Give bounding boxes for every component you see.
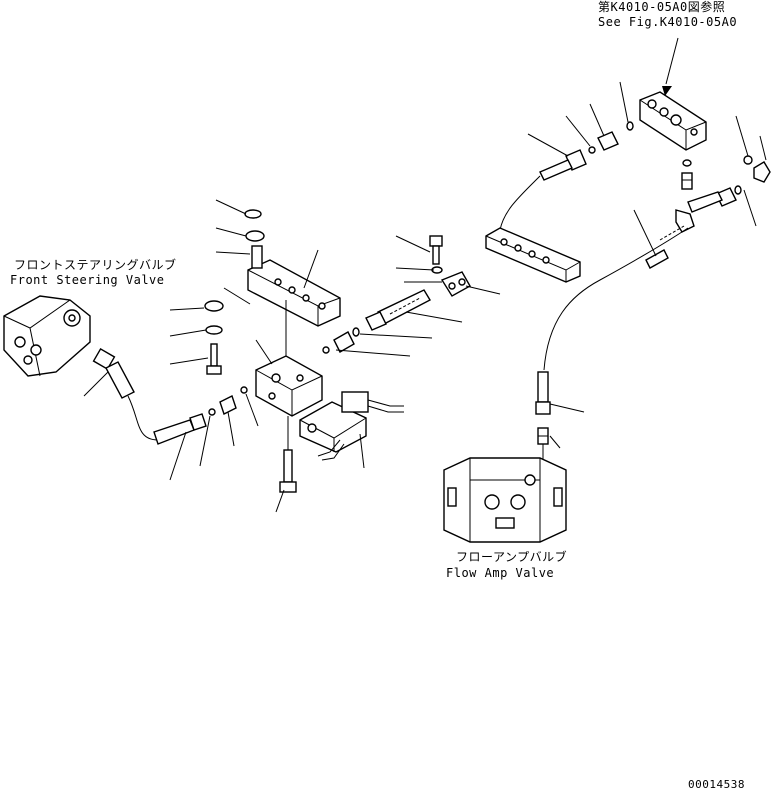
hose-body bbox=[645, 249, 669, 269]
solenoid-valve bbox=[299, 391, 404, 461]
hose-body bbox=[153, 419, 195, 445]
bolt bbox=[429, 235, 443, 265]
washer bbox=[245, 230, 265, 242]
front-steering-valve-label-en: Front Steering Valve bbox=[10, 273, 165, 287]
o-ring bbox=[240, 386, 248, 394]
washer bbox=[244, 209, 262, 219]
hose-line bbox=[543, 227, 689, 371]
adapter-fitting bbox=[537, 427, 549, 445]
manifold-block bbox=[639, 91, 707, 151]
o-ring bbox=[352, 327, 360, 337]
figure-number: 00014538 bbox=[688, 778, 745, 791]
o-ring bbox=[322, 346, 330, 354]
connector-fitting bbox=[597, 131, 619, 151]
leader-lines bbox=[83, 81, 767, 513]
clamp-bracket bbox=[485, 227, 581, 283]
o-ring bbox=[626, 121, 634, 131]
reference-arrow bbox=[665, 37, 679, 85]
long-bolt bbox=[279, 449, 297, 493]
front-steering-valve-label-jp: フロントステアリングバルブ bbox=[14, 258, 177, 272]
hose-hatch bbox=[389, 297, 421, 315]
o-ring bbox=[588, 146, 596, 154]
front-steering-valve bbox=[3, 295, 91, 377]
hose-body bbox=[105, 361, 135, 399]
hose-clamp bbox=[440, 271, 471, 297]
washer bbox=[204, 300, 224, 312]
valve-block bbox=[255, 355, 323, 417]
hose-end bbox=[539, 159, 573, 181]
connector-fitting bbox=[333, 331, 355, 353]
hose-end-fitting bbox=[715, 187, 737, 207]
o-ring bbox=[682, 159, 692, 167]
flow-amp-valve-label-jp: フローアンプバルブ bbox=[456, 550, 568, 564]
hose-end-fitting bbox=[365, 311, 387, 331]
hose-line bbox=[127, 395, 159, 441]
spacer-bushing bbox=[251, 245, 263, 269]
flow-amp-valve bbox=[443, 457, 567, 543]
o-ring bbox=[743, 155, 753, 165]
center-line bbox=[223, 287, 251, 305]
elbow-connector bbox=[753, 161, 771, 183]
adapter-fitting bbox=[681, 172, 693, 190]
mounting-plate bbox=[247, 259, 341, 327]
reference-label-en: See Fig.K4010-05A0 bbox=[598, 15, 738, 29]
o-ring bbox=[208, 408, 216, 416]
o-ring bbox=[734, 185, 742, 195]
washer bbox=[205, 325, 223, 335]
flow-amp-valve-label-en: Flow Amp Valve bbox=[446, 566, 555, 580]
hose-end bbox=[687, 191, 723, 213]
hose-line bbox=[499, 175, 541, 231]
hose-end-fitting bbox=[189, 413, 207, 431]
reference-label-jp: 第K4010-05A0図参照 bbox=[598, 0, 726, 14]
elbow-fitting bbox=[675, 209, 695, 233]
connector-fitting bbox=[219, 395, 237, 415]
hose-end-fitting bbox=[535, 371, 551, 415]
bolt bbox=[206, 343, 222, 375]
reference-arrowhead bbox=[662, 86, 672, 96]
hose-end-fitting bbox=[92, 347, 116, 371]
